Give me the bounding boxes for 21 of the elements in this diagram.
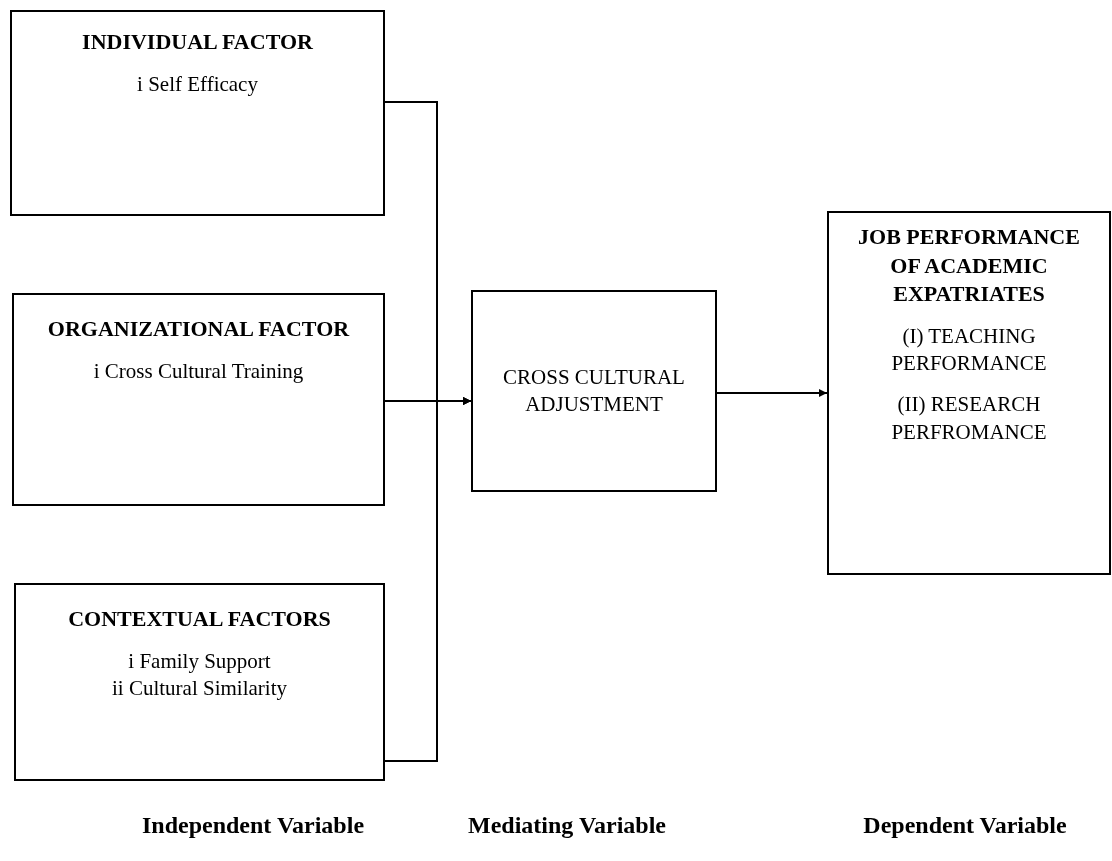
- variable-label: Mediating Variable: [468, 812, 666, 839]
- box-text: CROSS CULTURAL ADJUSTMENT: [502, 363, 686, 418]
- box-text: (I) TEACHING PERFORMANCE: [890, 322, 1048, 378]
- box-heading: CONTEXTUAL FACTORS: [68, 605, 331, 633]
- box-text: i Cross Cultural Training: [93, 357, 304, 385]
- connector-arrow: [716, 389, 828, 397]
- factor-box: [14, 583, 385, 781]
- box-heading: ORGANIZATIONAL FACTOR: [47, 315, 350, 343]
- factor-box: [10, 10, 385, 216]
- variable-label: Dependent Variable: [863, 812, 1067, 839]
- box-heading: JOB PERFORMANCE OF ACADEMIC EXPATRIATES: [857, 223, 1081, 309]
- box-text: ii Cultural Similarity: [112, 674, 287, 702]
- box-text: i Self Efficacy: [137, 70, 258, 98]
- factor-box: [827, 211, 1111, 575]
- connector-arrow: [384, 397, 472, 762]
- box-heading: INDIVIDUAL FACTOR: [82, 28, 313, 56]
- variable-label: Independent Variable: [141, 812, 365, 839]
- factor-box: [471, 290, 717, 492]
- factor-box: [12, 293, 385, 506]
- box-text: (II) RESEARCH PERFROMANCE: [890, 391, 1048, 446]
- box-text: i Family Support: [128, 647, 271, 675]
